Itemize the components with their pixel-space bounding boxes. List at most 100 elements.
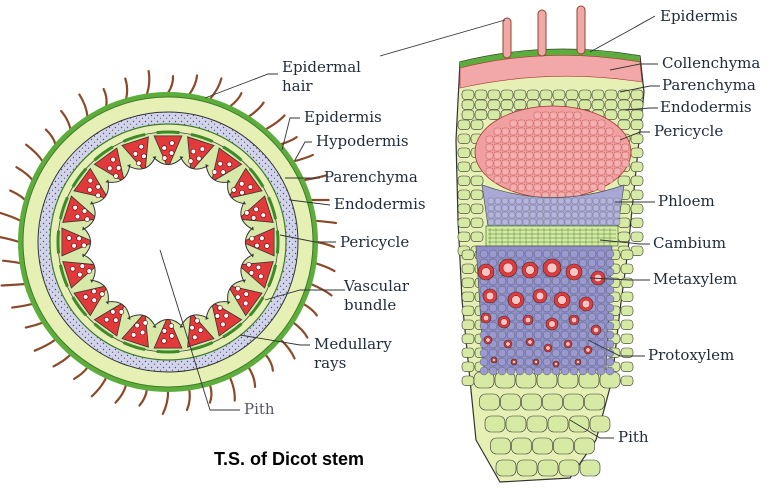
parenchyma-cells: [457, 89, 644, 477]
label-pith-right: Pith: [618, 428, 649, 446]
vascular-bundle: [237, 261, 278, 289]
xylem-vessel: [497, 315, 511, 329]
epidermal-hairs: [0, 69, 338, 416]
epidermal-hair: [44, 128, 57, 146]
label-metaxylem: Metaxylem: [653, 270, 737, 288]
epidermal-hair: [102, 87, 108, 108]
epidermal-hair: [114, 383, 128, 404]
xylem-vessel: [545, 317, 559, 331]
epidermal-hair: [247, 101, 265, 118]
label-vascular-bundle-2: bundle: [344, 296, 396, 314]
label-parenchyma-right: Parenchyma: [662, 76, 756, 94]
xylem-vessel: [552, 360, 560, 368]
xylem-vessel: [590, 324, 602, 336]
vascular-bundle: [58, 261, 99, 289]
vascular-bundle: [227, 167, 265, 200]
epidermal-hair: [161, 389, 170, 416]
stem-cross-section: [0, 69, 338, 416]
label-hypodermis: Hypodermis: [316, 132, 409, 150]
vascular-bundle: [121, 132, 149, 173]
xylem-vessel: [525, 337, 535, 347]
pith: [82, 156, 254, 328]
xylem-vessel: [553, 291, 571, 309]
vascular-bundle: [93, 145, 126, 183]
vascular-bundles: [56, 130, 280, 354]
vascular-bundle: [210, 301, 243, 339]
xylem-vessel: [498, 258, 518, 278]
xylem-vessel: [507, 291, 525, 309]
xylem-vessel: [578, 296, 594, 312]
vascular-bundle: [58, 195, 99, 223]
label-medullary-rays-2: rays: [314, 354, 346, 372]
label-epidermis-left: Epidermis: [304, 108, 382, 126]
epidermal-hair: [124, 77, 129, 101]
epidermal-hair: [264, 353, 274, 372]
label-vascular-bundle: Vascular: [343, 277, 410, 295]
vascular-bundle: [71, 167, 109, 200]
collenchyma-band: [459, 54, 643, 89]
epidermal-hair: [90, 376, 108, 398]
label-endodermis-left: Endodermis: [334, 195, 426, 213]
epidermal-hair: [1, 259, 22, 265]
epidermal-hair: [228, 92, 243, 108]
epidermal-hair: [60, 109, 72, 131]
xylem-vessel: [568, 314, 580, 326]
left-leader-lines: [159, 73, 345, 411]
xylem-vessel: [563, 339, 573, 349]
vascular-bundle: [227, 284, 265, 317]
epidermal-hairs-right: [502, 5, 586, 59]
vascular-bundle: [187, 132, 215, 173]
vascular-bundle: [71, 284, 109, 317]
diagram-title: T.S. of Dicot stem: [214, 449, 364, 469]
epidermal-hair: [9, 189, 27, 202]
xylem-vessel: [543, 343, 553, 353]
epidermal-hair: [279, 338, 296, 360]
epidermal-hair: [208, 383, 213, 404]
xylem-vessel: [565, 263, 583, 281]
vascular-bundle: [210, 145, 243, 183]
label-pith-left: Pith: [244, 400, 275, 418]
epidermal-hair: [0, 282, 27, 287]
xylem-vessel: [542, 258, 562, 278]
epidermal-hair: [302, 302, 318, 317]
xylem-vessels: [477, 258, 606, 368]
epidermal-hair: [138, 388, 148, 407]
label-protoxylem: Protoxylem: [648, 346, 734, 364]
xylem-vessel: [480, 312, 492, 324]
epidermal-hair: [24, 321, 44, 329]
right-leader-lines: [379, 15, 660, 439]
epidermal-hair: [247, 366, 257, 388]
label-endodermis-right: Endodermis: [660, 98, 752, 116]
epidermal-hair: [228, 376, 236, 402]
label-pericycle-left: Pericycle: [340, 233, 409, 251]
vascular-bundle: [56, 227, 96, 257]
epidermal-hair: [314, 262, 336, 273]
label-epidermis-right: Epidermis: [660, 7, 738, 25]
epidermal-hair: [314, 219, 338, 225]
vascular-bundle: [240, 227, 280, 257]
epidermal-hair: [33, 338, 57, 352]
epidermal-hair: [0, 235, 21, 244]
epidermal-hair: [185, 388, 191, 412]
cambium-cells: [488, 228, 616, 246]
epidermal-hair: [188, 74, 199, 96]
label-cambium: Cambium: [653, 234, 726, 252]
vascular-bundle: [153, 130, 183, 170]
label-collenchyma: Collenchyma: [662, 54, 760, 72]
epidermal-hair: [264, 114, 286, 131]
epidermal-hair: [315, 240, 336, 249]
epidermal-hair: [145, 69, 151, 96]
xylem-vessel: [483, 335, 493, 345]
vascular-bundle: [93, 301, 126, 339]
phloem-cells: [487, 197, 621, 226]
xylem-vessel: [503, 339, 513, 349]
label-phloem: Phloem: [658, 192, 715, 210]
vascular-bundle: [153, 314, 183, 354]
pericycle-cells: [485, 111, 630, 200]
epidermal-hair: [208, 77, 223, 101]
vascular-bundle: [237, 195, 278, 223]
epidermal-hair: [166, 74, 175, 95]
epidermal-hair: [0, 211, 22, 222]
label-parenchyma-left: Parenchyma: [324, 168, 418, 186]
